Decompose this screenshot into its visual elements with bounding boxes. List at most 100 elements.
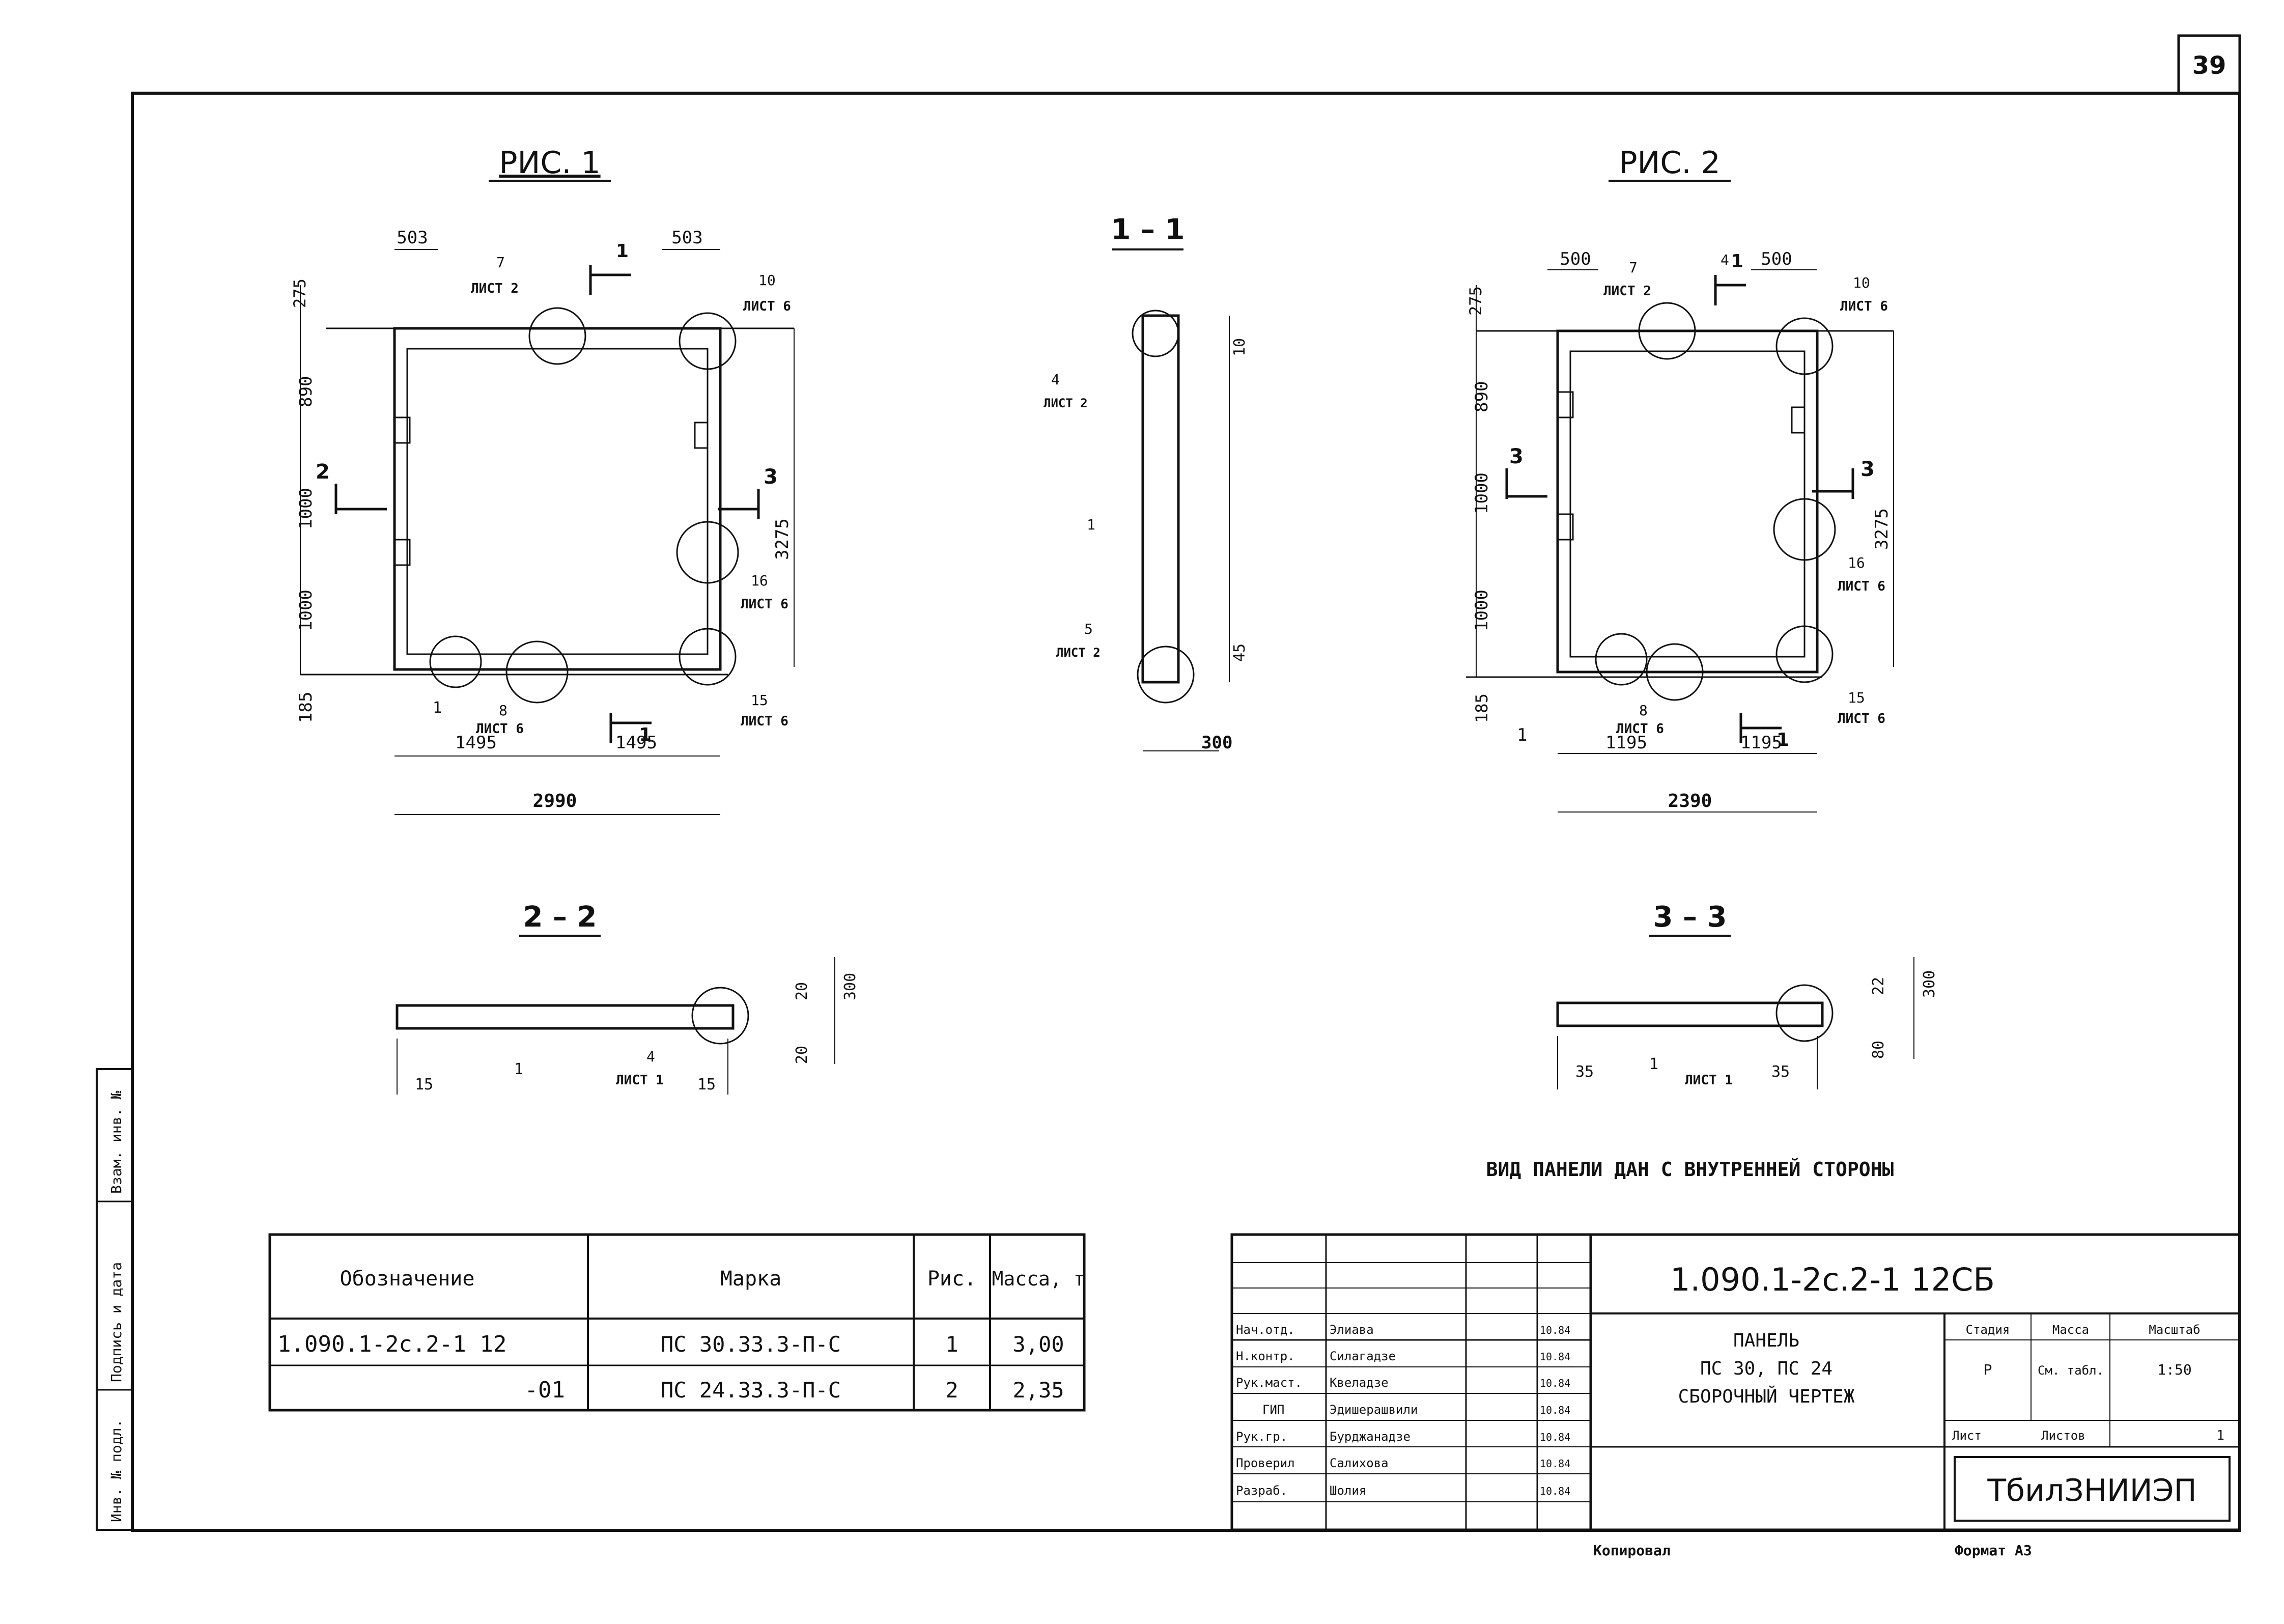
side-stamp-label: Инв. № подл. <box>108 1419 125 1522</box>
fig2-dim-right: 3275 <box>1872 508 1892 550</box>
sec33-dim: 80 <box>1870 1041 1887 1059</box>
fig2-callout: ЛИСТ 6 <box>1838 579 1885 594</box>
role-name: Салихова <box>1330 1456 1389 1470</box>
fig2-section-mark: 1 <box>1777 730 1789 750</box>
sec22-title: 2 – 2 <box>523 901 597 934</box>
sheet-format: Формат А3 <box>1955 1542 2032 1559</box>
fig1-callouts: 7 ЛИСТ 2 10 ЛИСТ 6 16 ЛИСТ 6 15 ЛИСТ 6 8… <box>433 254 791 737</box>
role-label: Разраб. <box>1236 1483 1287 1498</box>
spec-header-mark: Марка <box>720 1267 781 1291</box>
figure-1: РИС. 1 503 503 275 890 1000 <box>290 145 795 815</box>
fig1-callout: ЛИСТ 6 <box>476 721 524 737</box>
sec22-dim: 20 <box>793 982 811 1000</box>
role-name: Бурджанадзе <box>1330 1430 1411 1444</box>
fig1-panel <box>393 327 722 671</box>
role-label: Нач.отд. <box>1236 1323 1295 1337</box>
fig1-callout: ЛИСТ 6 <box>743 299 791 314</box>
title-sheets-value: 1 <box>2216 1428 2224 1443</box>
spec-cell: ПС 30.33.3-П-С <box>661 1332 841 1357</box>
sec22-profile <box>396 1004 735 1030</box>
fig1-dim-bottom-left: 1495 <box>455 733 497 753</box>
fig1-callout: 8 <box>499 702 507 719</box>
fig2-dims-left: 275 890 1000 1000 185 <box>1466 286 1492 723</box>
role-label: Проверил <box>1236 1456 1295 1470</box>
title-col-value: См. табл. <box>2038 1363 2104 1378</box>
fig1-section-mark: 2 <box>316 460 330 484</box>
role-label: Рук.маст. <box>1236 1376 1302 1390</box>
spec-cell: 3,00 <box>1012 1332 1064 1357</box>
fig2-callout: 4 <box>1721 251 1729 268</box>
list-item: Н.контр. Силагадзе 10.84 <box>1236 1349 1570 1363</box>
fig2-dim-bottom-left: 1195 <box>1605 733 1647 753</box>
role-date: 10.84 <box>1540 1404 1570 1416</box>
spec-table: Обозначение Марка Рис. Масса, т 1.090.1-… <box>268 1233 1086 1412</box>
fig1-section-mark: 1 <box>616 241 629 262</box>
role-label: Рук.гр. <box>1236 1430 1287 1444</box>
sheet-number: 39 <box>2192 51 2226 80</box>
role-name: Элиава <box>1330 1323 1374 1337</box>
fig2-callout: 15 <box>1848 689 1865 706</box>
fig1-dim-right: 3275 <box>772 518 793 560</box>
role-date: 10.84 <box>1540 1377 1570 1389</box>
title-name-line: СБОРОЧНЫЙ ЧЕРТЕЖ <box>1678 1386 1855 1407</box>
side-stamp-label: Подпись и дата <box>108 1262 125 1382</box>
role-date: 10.84 <box>1540 1324 1570 1336</box>
fig2-callout: 7 <box>1629 259 1638 276</box>
table-row: -01 ПС 24.33.3-П-С 2 2,35 <box>525 1377 1064 1403</box>
title-col-header: Стадия <box>1966 1323 2010 1337</box>
fig1-dim-left-0: 275 <box>290 278 309 308</box>
sec33-dim: 22 <box>1870 977 1887 995</box>
sec22-dim: 300 <box>841 973 859 1000</box>
title-col-header: Масштаб <box>2149 1323 2200 1337</box>
fig1-callout: 15 <box>751 692 768 709</box>
fig2-callout: ЛИСТ 2 <box>1603 284 1651 299</box>
sec33-dim: 35 <box>1771 1063 1790 1081</box>
fig1-section-mark: 3 <box>764 465 778 489</box>
sec33-dim: 35 <box>1575 1063 1594 1081</box>
sheet-number-box <box>2177 34 2241 95</box>
role-name: Эдишерашвили <box>1330 1403 1418 1417</box>
sec11-callout: 1 <box>1087 516 1095 533</box>
fig1-callout: ЛИСТ 2 <box>471 281 519 296</box>
role-name: Шолия <box>1330 1483 1366 1498</box>
spec-cell: 1 <box>945 1332 958 1357</box>
list-item: Нач.отд. Элиава 10.84 <box>1236 1323 1570 1337</box>
fig2-dim-left: 1000 <box>1472 472 1492 514</box>
fig2-section-marks: 1 1 3 3 <box>1509 251 1875 750</box>
sec22-dim: 15 <box>697 1076 716 1094</box>
list-item: Рук.гр. Бурджанадзе 10.84 <box>1236 1430 1570 1444</box>
fig1-callout: 10 <box>758 272 776 289</box>
sec33-callout: ЛИСТ 1 <box>1685 1073 1733 1088</box>
fig1-dim-total: 2990 <box>533 791 577 811</box>
fig1-dim-left-3: 1000 <box>296 590 316 631</box>
title-code: 1.090.1-2с.2-1 12СБ <box>1670 1261 1995 1298</box>
sec11-dim: 45 <box>1231 643 1249 662</box>
sec22-callout: 1 <box>514 1060 523 1078</box>
fig1-dim-top-left: 503 <box>397 228 428 248</box>
fig1-dim-left-2: 1000 <box>296 488 316 529</box>
role-date: 10.84 <box>1540 1458 1570 1470</box>
fig1-dim-left-1: 890 <box>296 376 316 407</box>
view-note: ВИД ПАНЕЛИ ДАН С ВНУТРЕННЕЙ СТОРОНЫ <box>1486 1158 1894 1181</box>
title-col-value: 1:50 <box>2157 1361 2191 1378</box>
fig1-dims-left: 275 890 1000 1000 185 <box>290 278 316 723</box>
title-col-header: Масса <box>2052 1323 2089 1337</box>
fig2-callout: 8 <box>1639 702 1648 719</box>
fig2-callout: ЛИСТ 6 <box>1840 299 1888 314</box>
fig1-dims-top: 503 503 <box>397 228 702 248</box>
list-item: ГИП Эдишерашвили 10.84 <box>1262 1403 1570 1417</box>
sec22-dim: 15 <box>415 1076 433 1094</box>
fig1-dim-left-4: 185 <box>296 692 316 723</box>
side-stamp: Инв. № подл. Подпись и дата Взам. инв. № <box>96 1068 133 1531</box>
side-stamp-label: Взам. инв. № <box>108 1091 125 1194</box>
fig2-callouts: 7 ЛИСТ 2 4 10 ЛИСТ 6 16 ЛИСТ 6 15 ЛИСТ 6… <box>1517 251 1888 745</box>
section-1-1: 1 – 1 4 ЛИСТ 2 1 5 ЛИСТ 2 10 45 300 <box>1044 213 1249 753</box>
fig2-title: РИС. 2 <box>1619 145 1720 181</box>
copied-by: Копировал <box>1593 1542 1671 1559</box>
role-name: Квеладзе <box>1330 1376 1389 1390</box>
fig2-dim-bottom-right: 1195 <box>1740 733 1782 753</box>
fig2-callout: 1 <box>1517 725 1527 745</box>
spec-header-fig: Рис. <box>927 1267 976 1291</box>
fig1-dim-top-right: 503 <box>671 228 702 248</box>
